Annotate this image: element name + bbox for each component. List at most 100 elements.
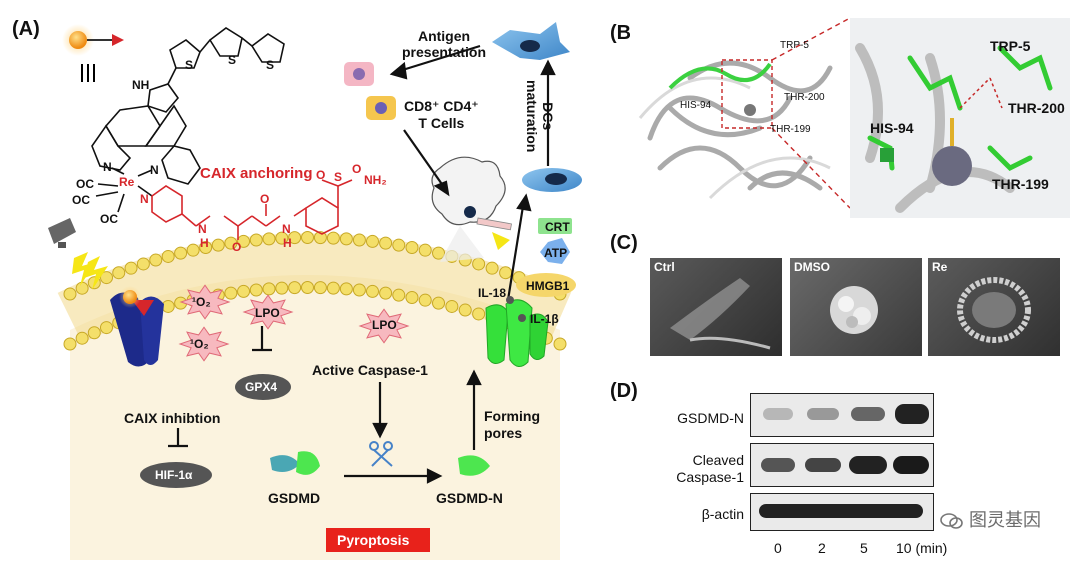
hmgb1-badge [516, 273, 576, 297]
panel-c-label: (C) [610, 232, 638, 254]
lipid-head [472, 257, 486, 271]
lipid-head [432, 246, 446, 260]
blot-cleaved-caspase [750, 443, 934, 487]
lipid-head [288, 281, 302, 295]
flow-arrows [344, 44, 556, 484]
pyroptosis-box [326, 528, 430, 552]
scissors-icon [369, 441, 393, 467]
lipid-head [249, 233, 263, 247]
atom-s-4: S [334, 170, 343, 184]
lipid-head [458, 303, 472, 317]
sem-image-ctrl [650, 258, 782, 356]
caix-anchoring-label: CAIX anchoring [200, 165, 313, 182]
lipid-head [418, 293, 432, 307]
tumor-cell [431, 156, 512, 262]
thr199-small-label: THR-199 [770, 124, 811, 135]
lipid-head [339, 282, 353, 296]
gpx4-label: GPX4 [245, 380, 278, 394]
atom-s-1: S [185, 58, 194, 72]
panel-a-label: (A) [12, 18, 40, 40]
lipid-head [161, 249, 175, 263]
ros-burst [242, 294, 294, 330]
lipid-head [445, 299, 459, 313]
lipid-head [237, 284, 251, 298]
terthiophene-structure [167, 27, 285, 85]
light-lamp-icon [48, 218, 108, 290]
lipid-head [112, 266, 126, 280]
lipid-head [124, 261, 138, 275]
lipid-head [136, 257, 150, 271]
atom-n-3: N [140, 192, 149, 206]
pyroptosis-label: Pyroptosis [337, 532, 410, 548]
thr200-label: THR-200 [1008, 100, 1065, 116]
atom-n-4: N [198, 222, 207, 236]
lipid-head [379, 236, 393, 250]
lipid-head [75, 331, 89, 345]
gpx4-badge [235, 374, 291, 400]
lipid-head [75, 281, 89, 295]
lipid-head [174, 246, 188, 260]
crt-label: CRT [545, 220, 570, 234]
lipid-head [301, 231, 314, 244]
watermark-text: 图灵基因 [969, 510, 1042, 531]
zoom-box [721, 59, 773, 129]
atom-s-2: S [228, 53, 237, 67]
lipid-head [485, 261, 499, 275]
atom-co-1: OC [76, 177, 94, 191]
ros-burst [358, 308, 410, 344]
atom-o-3: O [316, 168, 326, 182]
tick-10: 10 (min) [896, 540, 948, 556]
atom-co-3: OC [100, 212, 118, 226]
lipid-head [432, 296, 446, 310]
lipid-head [288, 231, 302, 245]
lpo-label-1: LPO [255, 306, 280, 320]
lipid-head [326, 231, 340, 245]
atom-o-1: O [232, 240, 242, 254]
atom-n-5: N [282, 222, 291, 236]
crt-badge [538, 218, 572, 234]
rhenium-complex [95, 167, 153, 213]
trp5-small-label: TRP-5 [780, 40, 809, 51]
lipid-head [100, 321, 114, 335]
trp5-label: TRP-5 [990, 38, 1031, 54]
blot-gsdmd-n [750, 393, 934, 437]
lipid-head [87, 326, 101, 340]
caix-protein [110, 286, 164, 367]
lipid-head [262, 232, 276, 246]
thr200-small-label: THR-200 [784, 92, 825, 103]
lpo-label-2: LPO [372, 318, 397, 332]
lipid-head [405, 241, 419, 255]
atp-badge [540, 238, 570, 264]
atom-n-1: N [103, 160, 112, 174]
ros-bursts [178, 284, 410, 362]
ros-burst [178, 326, 230, 362]
atom-h-2: H [283, 236, 292, 250]
row-label-gsdmd-n: GSDMD-N [677, 410, 744, 426]
caix-inhibition-label: CAIX inhibtion [124, 410, 221, 426]
lipid-head [365, 284, 379, 298]
gsdmd-n-label: GSDMD-N [436, 490, 503, 506]
atom-o-2: O [260, 192, 270, 206]
lipid-head [499, 266, 513, 280]
dendritic-cell-bottom [522, 168, 582, 192]
atom-o-4: O [352, 162, 362, 176]
lipid-head [301, 281, 314, 294]
lipid-head [352, 233, 366, 247]
lipid-head [211, 238, 225, 252]
watermark: 图灵基因 [940, 506, 1041, 532]
lipid-head [224, 286, 238, 300]
sem-label-dmso: DMSO [794, 260, 830, 274]
lipid-head [313, 231, 327, 245]
gsdmd-protein-icon [270, 451, 320, 475]
atom-nh2: NH₂ [364, 173, 387, 187]
targeting-arrow-icon [112, 34, 124, 46]
lipid-head [249, 283, 263, 297]
atp-label: ATP [544, 246, 568, 260]
lipid-head [352, 283, 366, 297]
lipid-head [392, 238, 406, 252]
lipid-head [472, 307, 486, 321]
hif-badge [140, 462, 212, 488]
